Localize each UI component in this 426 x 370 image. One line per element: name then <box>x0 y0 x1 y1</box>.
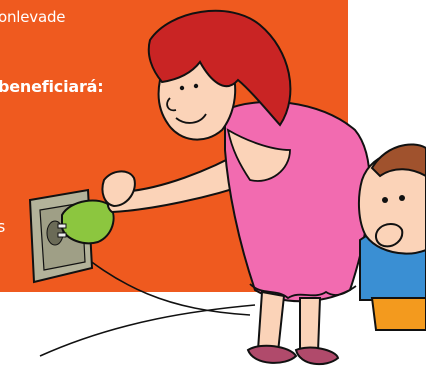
panel-text-line-1: onlevade <box>0 8 66 26</box>
plug-icon <box>57 199 115 245</box>
panel-text-line-3: s <box>0 217 6 236</box>
child-figure <box>357 143 426 331</box>
panel-text-line-2-bold: beneficiará: <box>0 77 104 96</box>
woman-figure <box>101 9 371 366</box>
